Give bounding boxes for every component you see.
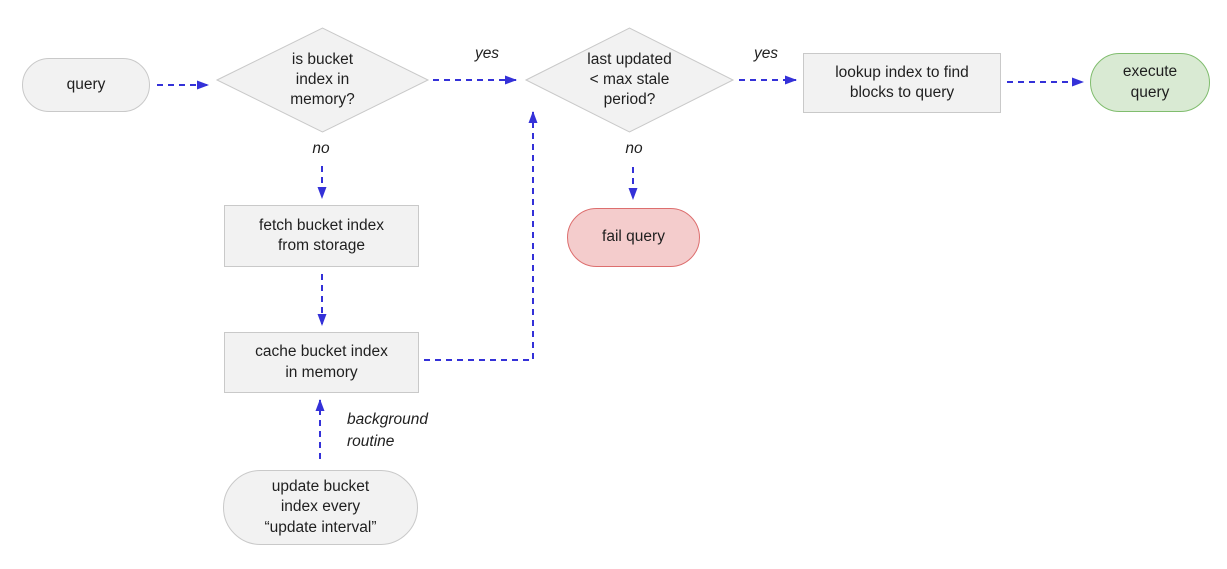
node-cache-bucket-index: cache bucket index in memory xyxy=(224,332,419,393)
edge-label-memory-no: no xyxy=(312,140,330,157)
node-fetch-bucket-index: fetch bucket index from storage xyxy=(224,205,419,267)
edge-label-memory-yes: yes xyxy=(474,45,500,62)
node-lookup-index: lookup index to find blocks to query xyxy=(803,53,1001,113)
edge-label-stale-no: no xyxy=(625,140,643,157)
edge-label-background-routine: background routine xyxy=(347,411,429,450)
edge-label-stale-yes: yes xyxy=(753,45,779,62)
node-fail-query: fail query xyxy=(567,208,700,267)
node-last-updated-lt-max-stale: last updated < max stale period? xyxy=(587,50,672,109)
node-query: query xyxy=(22,58,150,112)
node-execute-query: execute query xyxy=(1090,53,1210,112)
node-is-bucket-index-in-memory: is bucket index in memory? xyxy=(290,50,355,109)
node-update-bucket-index: update bucket index every “update interv… xyxy=(223,470,418,545)
